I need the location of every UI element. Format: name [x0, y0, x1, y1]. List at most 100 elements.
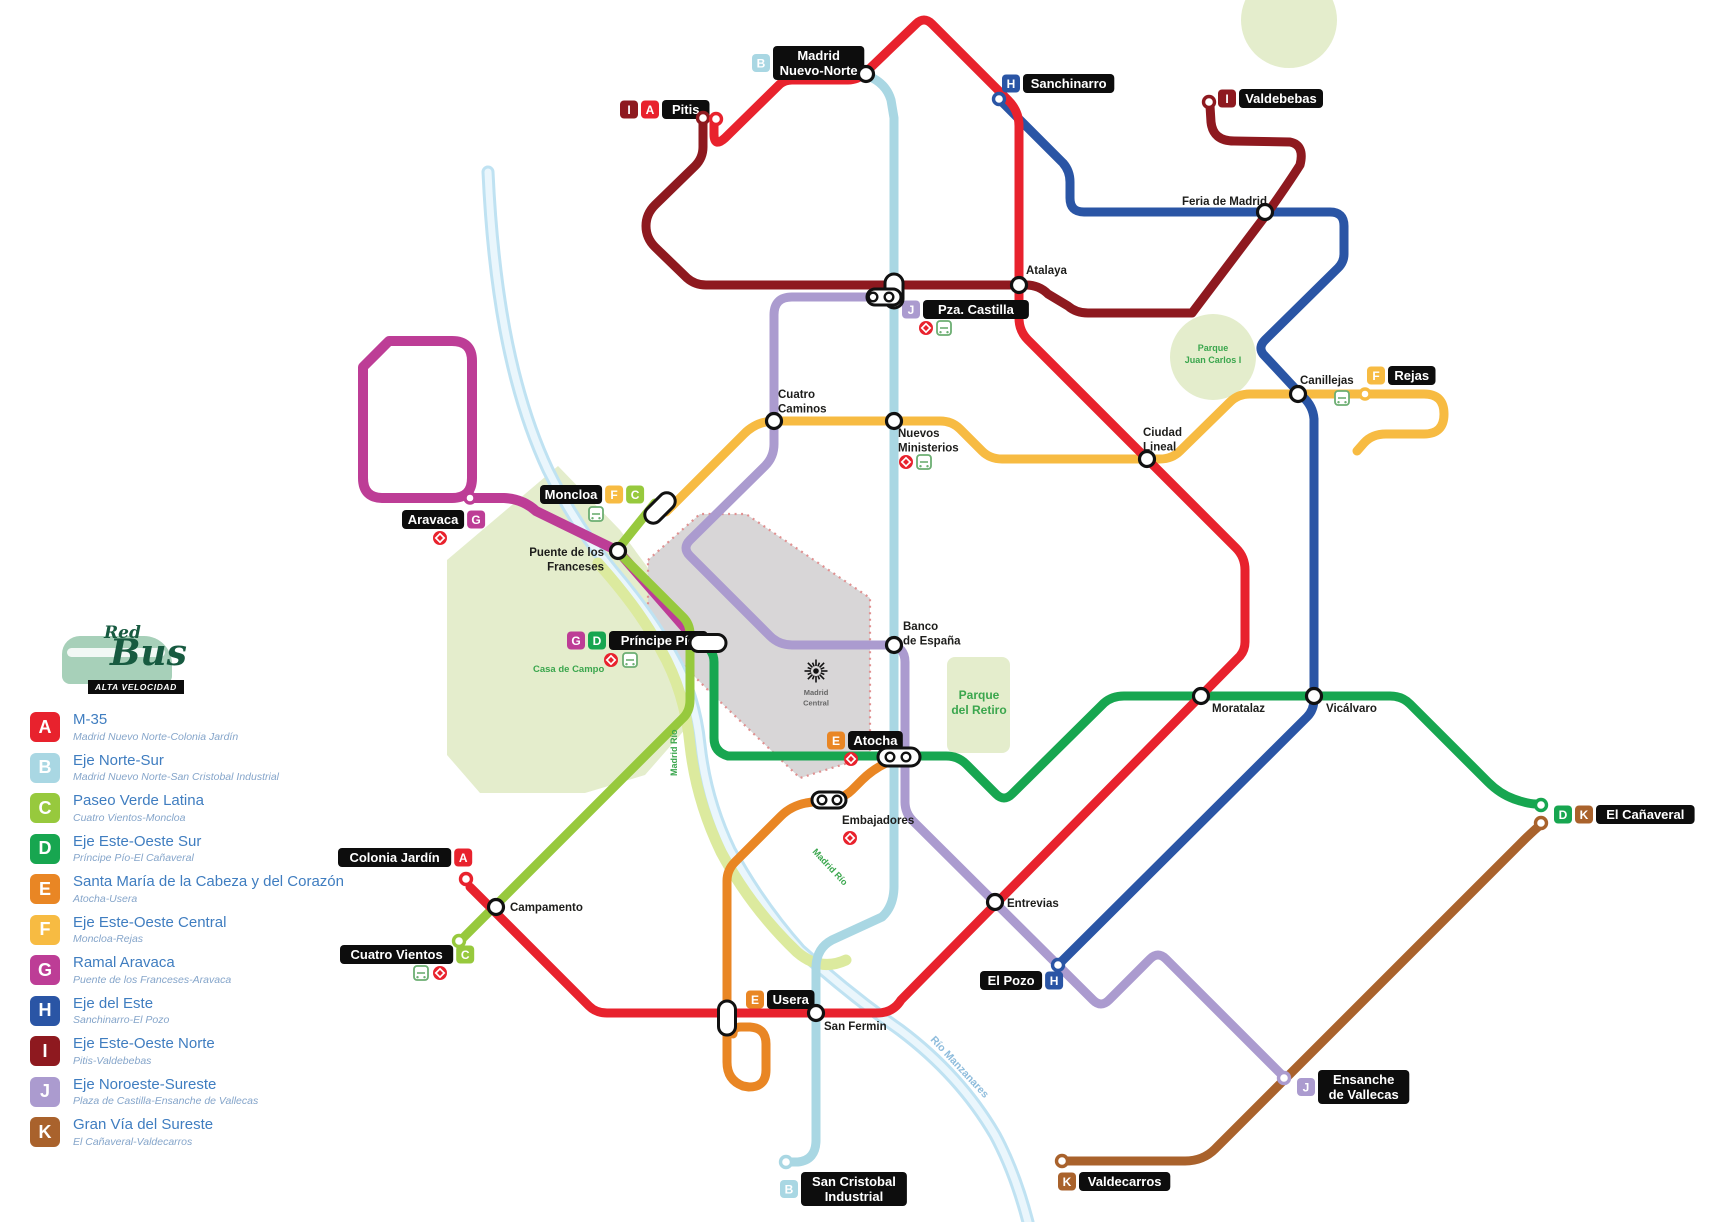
waterway-rio-manzanares: [484, 168, 1032, 1222]
legend-line-name: Eje Este-Oeste Central: [73, 913, 227, 931]
line-badge-G: [467, 510, 486, 529]
label-atalaya: Atalaya: [1026, 265, 1068, 277]
svg-text:Pza. Castilla: Pza. Castilla: [938, 302, 1015, 317]
line-E: [722, 758, 891, 1092]
svg-text:Juan Carlos I: Juan Carlos I: [1185, 355, 1242, 365]
station-ciudad-lineal: [1137, 449, 1157, 469]
station-principe-pio-pill: [688, 633, 728, 653]
station-cuatro-vientos: [451, 933, 467, 949]
station-feria-de-madrid: [1255, 202, 1275, 222]
svg-text:Madrid: Madrid: [797, 48, 840, 63]
line-badge-D: [1554, 805, 1572, 824]
legend-badge-G: G: [30, 955, 60, 985]
svg-text:Usera: Usera: [773, 992, 810, 1007]
station-valdecarros: [1054, 1153, 1070, 1169]
svg-text:Moratalaz: Moratalaz: [1212, 703, 1265, 715]
svg-text:I: I: [1225, 92, 1228, 106]
station-pitis-i: [695, 110, 711, 126]
svg-text:Nuevo-Norte: Nuevo-Norte: [780, 63, 858, 78]
logo-bus-text: Bus: [110, 632, 187, 674]
svg-text:A: A: [459, 851, 468, 865]
legend-line-route: Moncloa-Rejas: [73, 933, 144, 945]
line-badge-D: [588, 631, 606, 650]
station-moratalaz: [1191, 686, 1211, 706]
line-badge-J: [902, 300, 920, 319]
legend-line-name: Ramal Aravaca: [73, 954, 175, 971]
legend-line-route: Cuatro Vientos-Moncloa: [73, 811, 186, 824]
station-atalaya: [1009, 275, 1029, 295]
svg-text:Pitis: Pitis: [672, 102, 699, 117]
legend-line-route: Plaza de Castilla-Ensanche de Vallecas: [73, 1095, 259, 1107]
svg-text:Rejas: Rejas: [1394, 368, 1429, 383]
station-san-cristobal-industrial: [778, 1154, 794, 1170]
svg-text:E: E: [832, 734, 840, 748]
svg-text:J: J: [1303, 1081, 1310, 1095]
line-B: [784, 71, 899, 1167]
svg-text:Madrid Río: Madrid Río: [811, 847, 850, 888]
line-badge-K: [1058, 1172, 1076, 1191]
svg-text:Colonia Jardín: Colonia Jardín: [349, 850, 439, 865]
station-rejas: [1358, 387, 1372, 401]
legend-line-name: Eje Este-Oeste Norte: [73, 1035, 215, 1052]
station-atocha-pill: [876, 746, 922, 768]
station-usera-pill: [717, 999, 737, 1037]
label-madrid-rio-2: Madrid Río: [811, 847, 850, 888]
svg-text:K: K: [1063, 1175, 1072, 1189]
line-badge-H: [1045, 971, 1064, 990]
label-campamento: Campamento: [510, 902, 583, 914]
svg-text:C: C: [631, 488, 640, 502]
line-badge-C: [456, 945, 475, 964]
svg-text:Feria de Madrid: Feria de Madrid: [1182, 196, 1267, 208]
station-colonia-jardin: [458, 871, 474, 887]
legend-badge-J: J: [30, 1076, 60, 1107]
svg-text:B: B: [757, 57, 766, 71]
station-madrid-nuevo-norte: [856, 64, 876, 84]
line-badge-A: [454, 848, 473, 867]
svg-text:El Cañaveral: El Cañaveral: [1606, 807, 1684, 822]
svg-text:H: H: [1050, 974, 1059, 988]
legend-badge-C: C: [30, 793, 60, 823]
line-K: [1061, 822, 1543, 1166]
line-H: [995, 95, 1349, 966]
line-badge-B: [780, 1180, 798, 1198]
line-badge-I: [1218, 89, 1236, 108]
svg-text:de Vallecas: de Vallecas: [1329, 1087, 1399, 1102]
svg-text:G: G: [471, 513, 480, 527]
legend-line-name: M-35: [73, 711, 108, 728]
area-parque-juan-carlos: [1170, 314, 1256, 400]
line-F: [661, 389, 1449, 517]
line-badge-F: [605, 485, 624, 504]
svg-text:Embajadores: Embajadores: [842, 815, 914, 827]
bus-window-icon: [67, 648, 165, 657]
logo-banner-text: ALTA VELOCIDAD: [88, 680, 184, 694]
line-D: [705, 645, 1541, 809]
line-badge-F: [1367, 366, 1385, 385]
area-parque-valdebebas: [1241, 0, 1337, 68]
svg-text:Madrid Río: Madrid Río: [669, 729, 679, 776]
legend-line-route: Príncipe Pío-El Cañaveral: [73, 852, 194, 864]
svg-text:J: J: [908, 303, 915, 317]
station-el-pozo: [1050, 957, 1066, 973]
label-embajadores: Embajadores: [842, 815, 914, 845]
legend-line-route: Pitis-Valdebebas: [73, 1054, 152, 1067]
legend-line-name: Eje Norte-Sur: [73, 751, 164, 769]
station-entrevias: [985, 892, 1005, 912]
station-valdebebas: [1201, 94, 1217, 110]
station-pza-castilla-pill-h: [865, 287, 903, 307]
station-el-canaveral-d: [1533, 797, 1549, 813]
legend-line-name: Paseo Verde Latina: [73, 792, 204, 809]
legend-badge-B: B: [30, 752, 60, 783]
svg-text:Industrial: Industrial: [825, 1189, 884, 1204]
legend-badge-K: K: [30, 1117, 60, 1147]
